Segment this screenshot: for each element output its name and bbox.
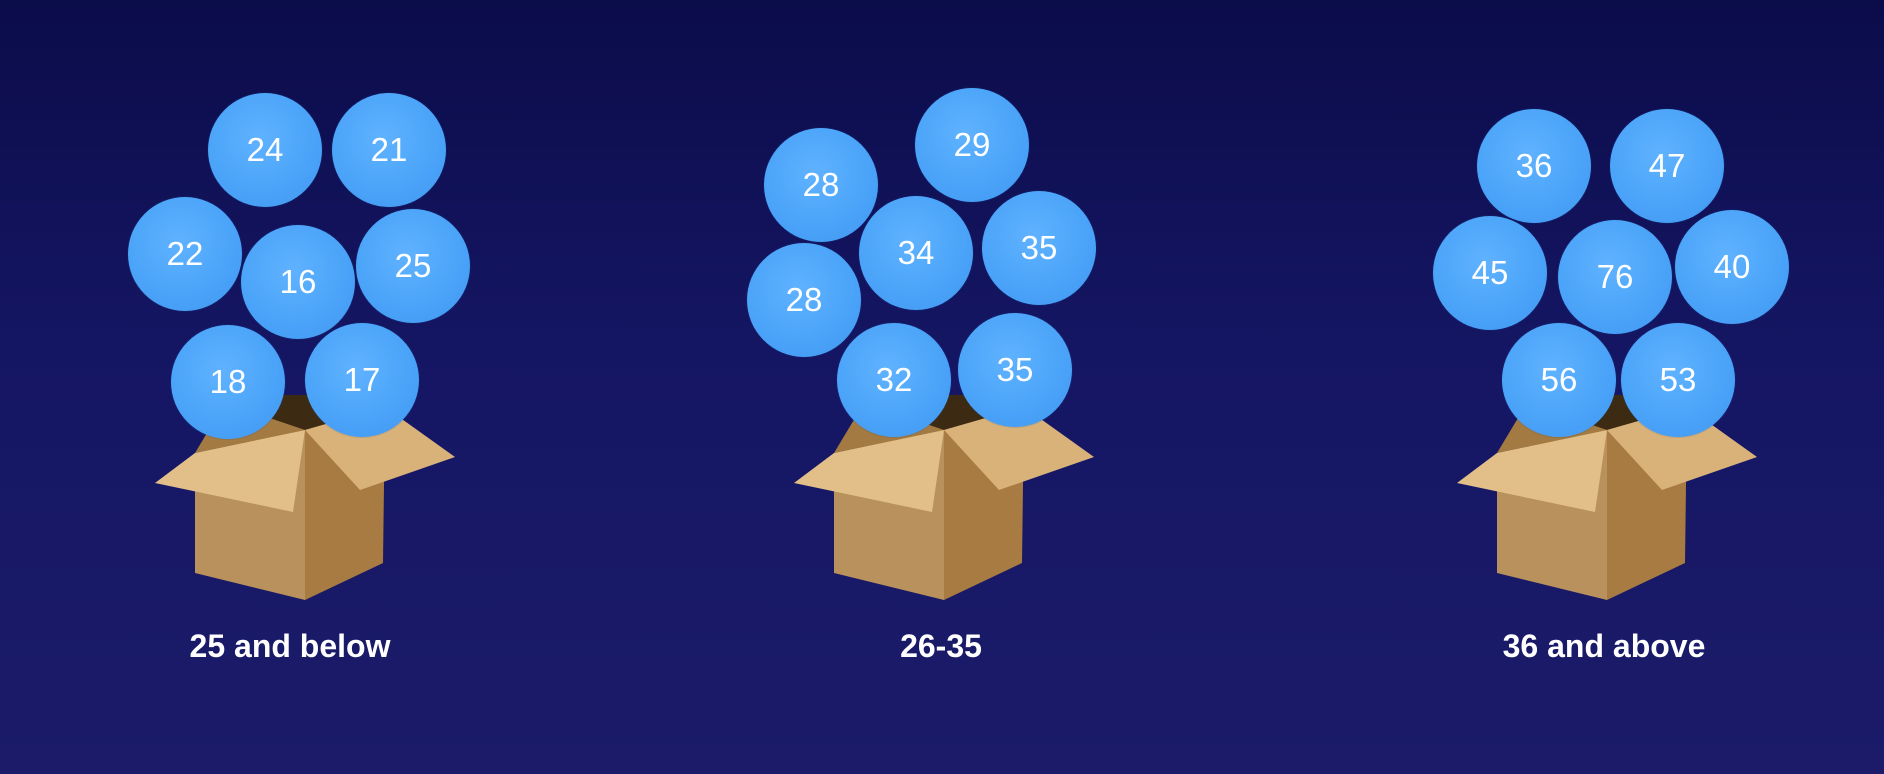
value-ball: 35 xyxy=(958,313,1072,427)
open-box-icon xyxy=(1457,395,1757,600)
value-ball: 34 xyxy=(859,196,973,310)
value-ball: 53 xyxy=(1621,323,1735,437)
value-ball: 40 xyxy=(1675,210,1789,324)
value-ball: 36 xyxy=(1477,109,1591,223)
group-label: 26-35 xyxy=(900,628,982,664)
value-ball: 17 xyxy=(305,323,419,437)
group-label: 36 and above xyxy=(1502,628,1706,664)
group-36-and-above: 36 47 45 76 40 56 53 36 and above xyxy=(1392,0,1812,774)
value-ball: 29 xyxy=(915,88,1029,202)
value-ball: 28 xyxy=(764,128,878,242)
value-ball: 45 xyxy=(1433,216,1547,330)
value-ball: 56 xyxy=(1502,323,1616,437)
value-ball: 35 xyxy=(982,191,1096,305)
value-ball: 28 xyxy=(747,243,861,357)
group-25-and-below: 24 21 22 16 25 18 17 25 and below xyxy=(90,0,510,774)
value-ball: 22 xyxy=(128,197,242,311)
value-ball: 32 xyxy=(837,323,951,437)
open-box-icon xyxy=(794,395,1094,600)
value-ball: 21 xyxy=(332,93,446,207)
value-ball: 76 xyxy=(1558,220,1672,334)
group-label: 25 and below xyxy=(189,628,391,664)
value-ball: 16 xyxy=(241,225,355,339)
value-ball: 47 xyxy=(1610,109,1724,223)
group-26-35: 29 28 34 35 28 32 35 26-35 xyxy=(730,0,1150,774)
value-ball: 24 xyxy=(208,93,322,207)
value-ball: 18 xyxy=(171,325,285,439)
value-ball: 25 xyxy=(356,209,470,323)
